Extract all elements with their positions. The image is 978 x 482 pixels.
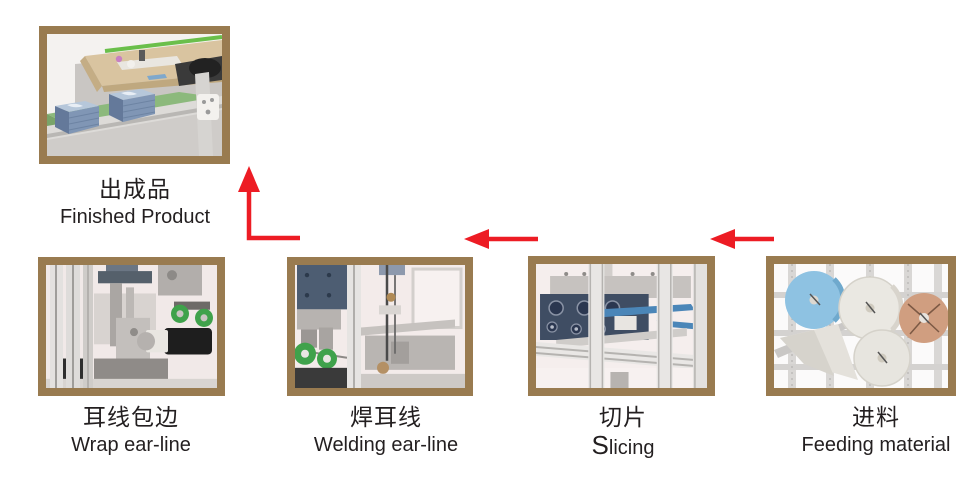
welding-ear-line-label-zh: 焊耳线 — [350, 404, 422, 430]
finished-product-label-zh: 出成品 — [99, 176, 171, 202]
feeding-material-label-en: Feeding material — [801, 434, 951, 456]
slicing-photo — [528, 256, 715, 396]
feeding-material-illustration — [774, 264, 948, 388]
wrap-ear-line-illustration — [46, 265, 217, 388]
feeding-material-photo — [766, 256, 956, 396]
slicing-label-zh: 切片 — [599, 404, 647, 430]
flow-arrow-left-icon — [708, 228, 776, 250]
slicing-caption: 切片 Slicing — [503, 402, 743, 461]
welding-ear-line-label-en: Welding ear-line — [313, 434, 459, 456]
welding-ear-line-photo — [287, 257, 473, 396]
finished-product-illustration — [47, 34, 222, 156]
slicing-label-en: Slicing — [591, 430, 655, 460]
welding-ear-line-caption: 焊耳线 Welding ear-line — [266, 402, 506, 458]
wrap-ear-line-label-zh: 耳线包边 — [83, 404, 179, 430]
wrap-ear-line-caption: 耳线包边 Wrap ear-line — [11, 402, 251, 458]
welding-ear-line-illustration — [295, 265, 465, 388]
wrap-ear-line-label-en: Wrap ear-line — [71, 434, 191, 456]
finished-product-photo — [39, 26, 230, 164]
feeding-material-label-zh: 进料 — [852, 404, 900, 430]
finished-product-label-en: Finished Product — [59, 206, 211, 228]
flow-arrow-left-icon — [462, 228, 540, 250]
feeding-material-caption: 进料 Feeding material — [756, 402, 978, 458]
wrap-ear-line-photo — [38, 257, 225, 396]
flow-arrow-up-icon — [236, 165, 302, 245]
finished-product-caption: 出成品 Finished Product — [15, 174, 255, 230]
slicing-illustration — [536, 264, 707, 388]
